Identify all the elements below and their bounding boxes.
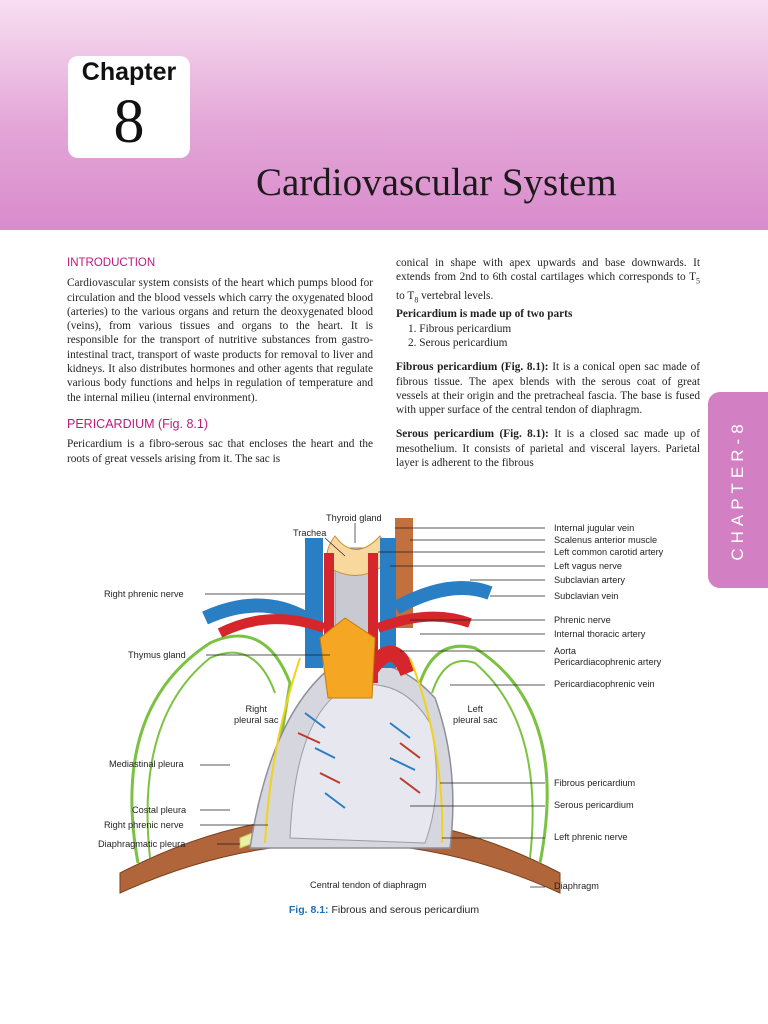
label-fibrous-pericardium: Fibrous pericardium [554, 778, 636, 788]
label-diaphragmatic-pleura: Diaphragmatic pleura [98, 839, 186, 849]
label-trachea: Trachea [293, 528, 327, 538]
thymus-shape [319, 617, 376, 699]
pericardial-arteries [297, 732, 421, 794]
chapter-number-box: Chapter 8 [68, 56, 190, 158]
right-text-column: conical in shape with apex upwards and b… [396, 256, 700, 470]
right-subclavian-artery [217, 614, 326, 638]
left-carotid-artery [368, 553, 378, 683]
pericardium-figure: Thyroid gland Trachea Right phrenic nerv… [90, 508, 690, 903]
label-left-pleural-sac: Left pleural sac [453, 704, 498, 725]
list-item: 2. Serous pericardium [408, 336, 508, 349]
pericardial-veins [304, 712, 416, 809]
right-pleura-outline [130, 634, 292, 864]
side-tab-label: CHAPTER-8 [728, 419, 747, 561]
subscript-8: 8 [414, 295, 419, 305]
label-left-phrenic-nerve: Left phrenic nerve [554, 832, 628, 842]
label-right-phrenic-nerve-bottom: Right phrenic nerve [104, 820, 184, 830]
right-carotid-artery [324, 553, 334, 673]
parts-heading: Pericardium is made up of two parts [396, 308, 573, 321]
leader-lines [200, 523, 545, 888]
serous-paragraph: Serous pericardium (Fig. 8.1): It is a c… [396, 427, 700, 470]
label-central-tendon: Central tendon of diaphragm [310, 880, 427, 890]
serous-text: It is a closed sac made up of mesotheliu… [396, 428, 700, 470]
subscript-5: 5 [696, 276, 700, 286]
right-jugular-vein [305, 538, 323, 668]
label-aorta: Aorta [554, 646, 576, 656]
fibrous-paragraph: Fibrous pericardium (Fig. 8.1): It is a … [396, 360, 700, 417]
label-scalenus-anterior: Scalenus anterior muscle [554, 535, 658, 545]
caption-label: Fig. 8.1: [288, 904, 329, 916]
left-subclavian-artery [376, 611, 472, 633]
fibrous-text: It is a conical open sac made of fibrous… [396, 361, 700, 417]
fibrous-lead: Fibrous pericardium (Fig. 8.1): [396, 361, 549, 374]
continuation-text: conical in shape with apex upwards and b… [396, 257, 700, 284]
chapter-word: Chapter [81, 58, 177, 86]
left-subclavian-vein [392, 581, 493, 615]
label-subclavian-artery: Subclavian artery [554, 575, 625, 585]
page-title: Cardiovascular System [256, 161, 617, 204]
label-pericardiacophrenic-vein: Pericardiacophrenic vein [554, 679, 655, 689]
label-thyroid-gland: Thyroid gland [326, 513, 382, 523]
pericardium-paragraph: Pericardium is a fibro-serous sac that e… [67, 438, 373, 465]
left-text-column: INTRODUCTION Cardiovascular system consi… [67, 256, 373, 466]
continuation-mid: to T [396, 289, 415, 302]
introduction-paragraph: Cardiovascular system consists of the he… [67, 277, 373, 404]
right-pleura-inner [146, 651, 276, 859]
list-item: 1. Fibrous pericardium [408, 322, 512, 335]
label-internal-jugular-vein: Internal jugular vein [554, 523, 635, 533]
right-subclavian-vein [202, 598, 309, 625]
figure-caption: Fig. 8.1: Fibrous and serous pericardium [0, 904, 768, 916]
left-pleura-inner [431, 660, 534, 859]
label-internal-thoracic-artery: Internal thoracic artery [554, 629, 646, 639]
label-subclavian-vein: Subclavian vein [554, 591, 619, 601]
label-serous-pericardium: Serous pericardium [554, 800, 634, 810]
label-pericardiacophrenic-artery: Pericardiacophrenic artery [554, 657, 662, 667]
label-left-common-carotid: Left common carotid artery [554, 547, 664, 557]
label-right-phrenic-nerve-top: Right phrenic nerve [104, 589, 184, 599]
pericardium-heading: PERICARDIUM (Fig. 8.1) [67, 416, 208, 431]
label-phrenic-nerve: Phrenic nerve [554, 615, 611, 625]
right-phrenic-nerve-shape [264, 657, 301, 844]
pericardium-illustration [119, 518, 561, 894]
label-costal-pleura: Costal pleura [132, 805, 187, 815]
label-right-pleural-sac: Right pleural sac [234, 704, 279, 725]
parts-list: 1. Fibrous pericardium 2. Serous pericar… [396, 322, 700, 351]
caption-text: Fibrous and serous pericardium [328, 904, 480, 916]
label-left-vagus: Left vagus nerve [554, 561, 622, 571]
continuation-paragraph: conical in shape with apex upwards and b… [396, 256, 700, 307]
serous-lead: Serous pericardium (Fig. 8.1): [396, 428, 549, 441]
label-thymus-gland: Thymus gland [128, 650, 186, 660]
left-pleura-outline [418, 644, 549, 864]
label-diaphragm: Diaphragm [554, 881, 599, 891]
continuation-end: vertebral levels. [418, 289, 494, 302]
chapter-side-tab: CHAPTER-8 [708, 392, 768, 588]
introduction-heading: INTRODUCTION [67, 257, 156, 269]
label-mediastinal-pleura: Mediastinal pleura [109, 759, 184, 769]
left-jugular-vein [380, 538, 396, 668]
left-phrenic-nerve-shape [409, 657, 444, 844]
serous-pericardium-shape [289, 684, 437, 844]
chapter-number: 8 [113, 88, 145, 156]
